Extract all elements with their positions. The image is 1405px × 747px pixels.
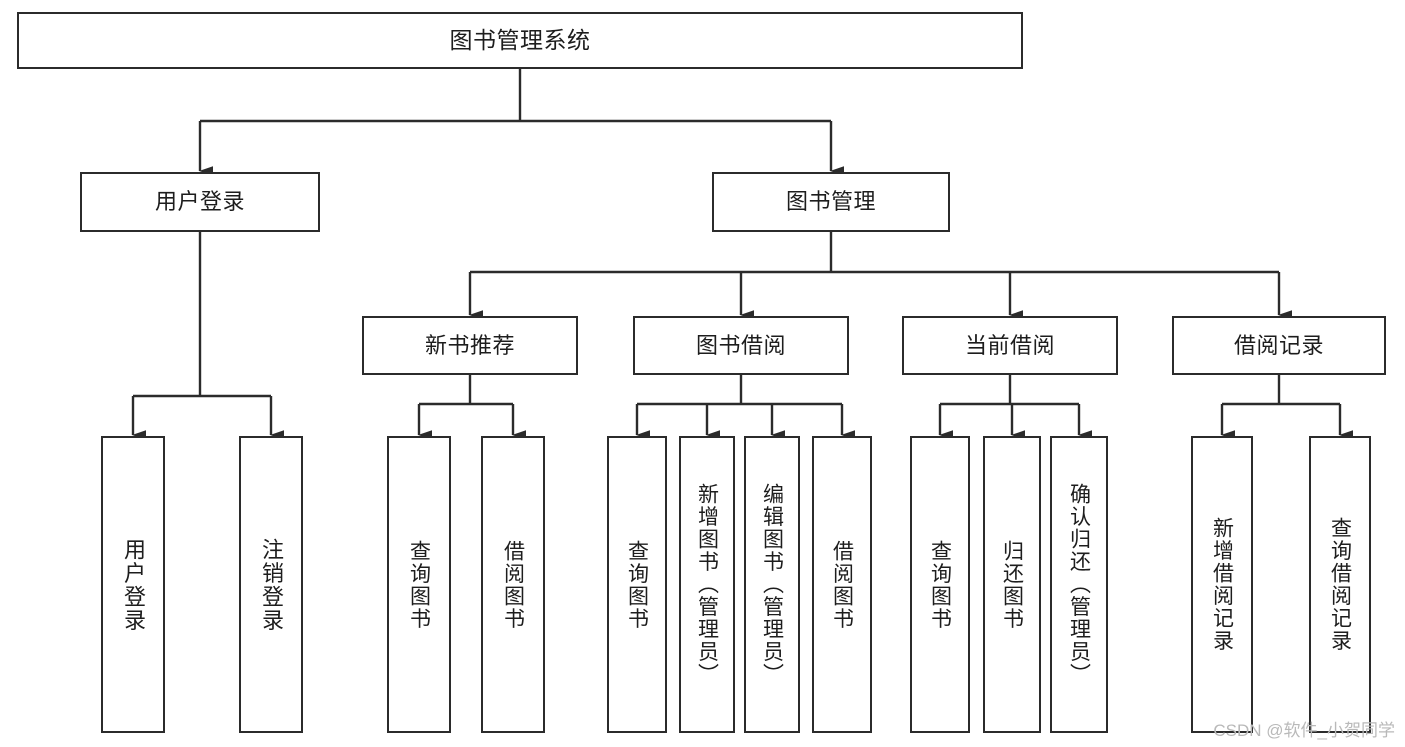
node-label-root: 图书管理系统 [449,27,591,53]
node-label-cur-confirm: 确认归还（管理员） [1067,483,1091,686]
node-label-bookmgmt: 图书管理 [785,189,876,214]
watermark-text: CSDN @软件_小贺同学 [1213,721,1395,740]
node-label-rec-add: 新增借阅记录 [1210,517,1234,652]
node-label-borrow: 图书借阅 [695,332,786,358]
node-label-records: 借阅记录 [1233,332,1324,358]
node-borrow[interactable]: 图书借阅 [633,316,849,375]
node-label-login: 用户登录 [154,189,245,214]
node-label-bw-add: 新增图书（管理员） [695,483,719,686]
node-root[interactable]: 图书管理系统 [17,12,1023,69]
node-newbook[interactable]: 新书推荐 [362,316,578,375]
node-cur-query[interactable]: 查询图书 [910,436,970,733]
node-login-out[interactable]: 注销登录 [239,436,303,733]
node-nb-borrow[interactable]: 借阅图书 [481,436,545,733]
node-cur-confirm[interactable]: 确认归还（管理员） [1050,436,1108,733]
node-label-login-in: 用户登录 [121,537,146,632]
node-bw-add[interactable]: 新增图书（管理员） [679,436,735,733]
node-records[interactable]: 借阅记录 [1172,316,1386,375]
node-label-bw-lend: 借阅图书 [830,539,854,630]
node-label-bw-edit: 编辑图书（管理员） [760,483,784,686]
node-label-nb-query: 查询图书 [407,539,431,630]
node-label-newbook: 新书推荐 [424,332,515,358]
node-label-current: 当前借阅 [964,332,1055,358]
node-current[interactable]: 当前借阅 [902,316,1118,375]
node-label-cur-return: 归还图书 [1000,539,1024,630]
node-bw-query[interactable]: 查询图书 [607,436,667,733]
node-label-cur-query: 查询图书 [928,539,952,630]
node-label-rec-query: 查询借阅记录 [1328,517,1352,652]
node-rec-query[interactable]: 查询借阅记录 [1309,436,1371,733]
node-cur-return[interactable]: 归还图书 [983,436,1041,733]
node-bw-edit[interactable]: 编辑图书（管理员） [744,436,800,733]
node-login-in[interactable]: 用户登录 [101,436,165,733]
node-bookmgmt[interactable]: 图书管理 [712,172,950,232]
node-label-nb-borrow: 借阅图书 [501,539,525,630]
node-label-login-out: 注销登录 [259,537,284,632]
node-login[interactable]: 用户登录 [80,172,320,232]
node-rec-add[interactable]: 新增借阅记录 [1191,436,1253,733]
node-label-bw-query: 查询图书 [625,539,649,630]
node-bw-lend[interactable]: 借阅图书 [812,436,872,733]
node-nb-query[interactable]: 查询图书 [387,436,451,733]
